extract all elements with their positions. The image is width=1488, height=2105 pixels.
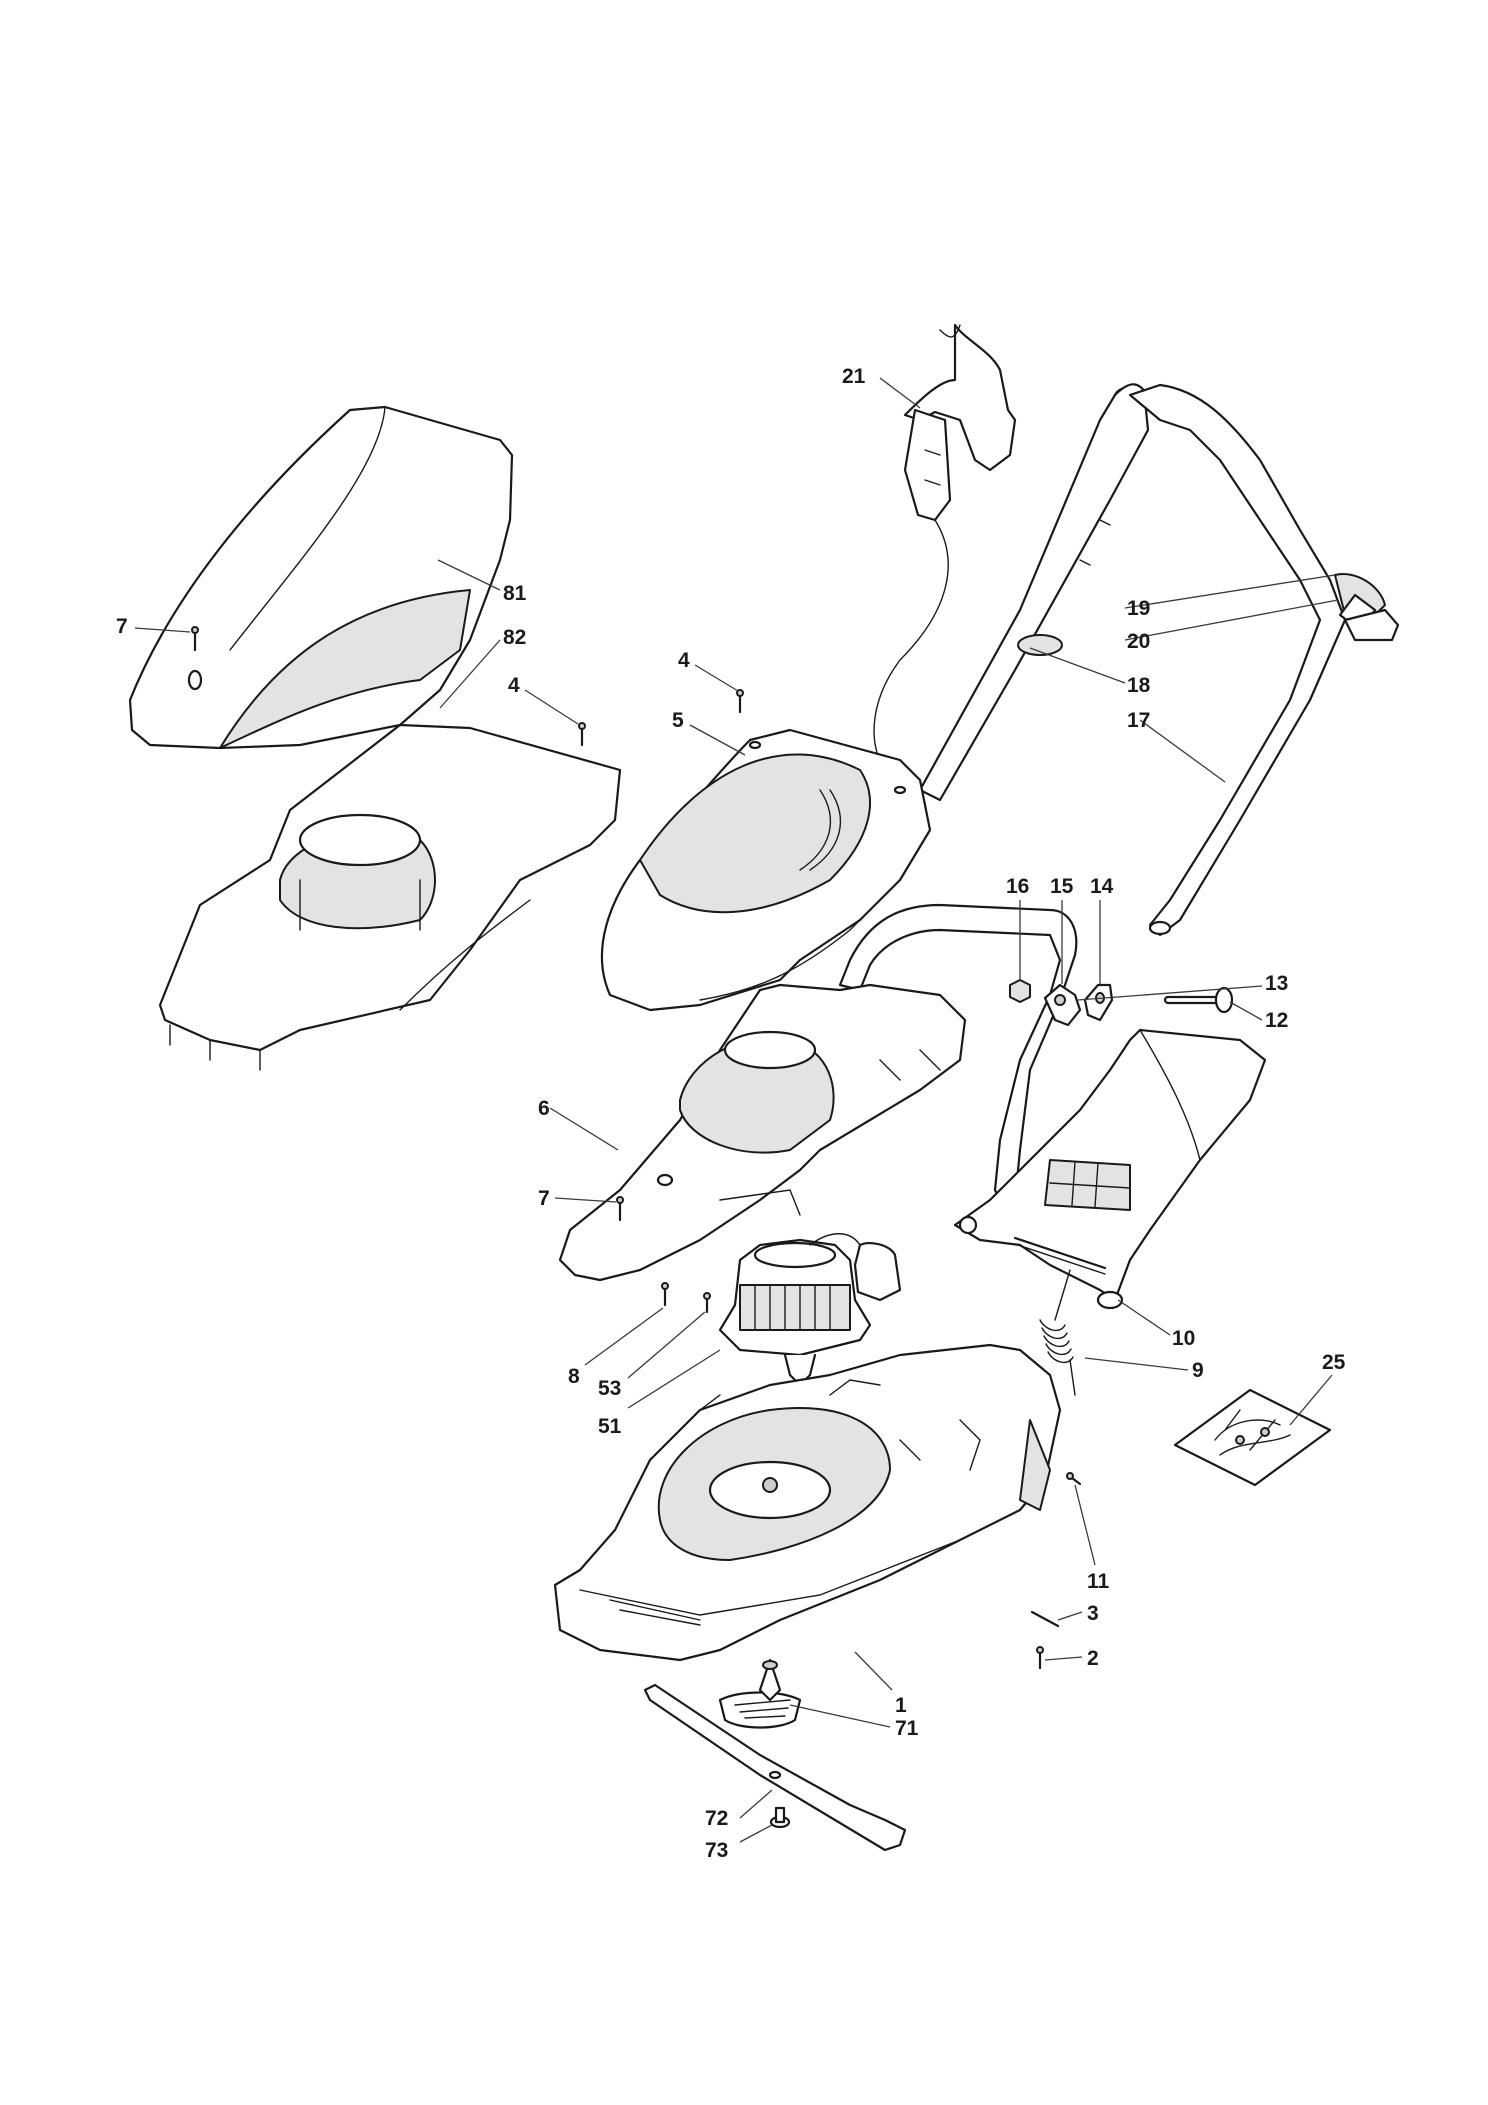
callout-6: 6 [538,1097,550,1120]
callout-7-center: 7 [538,1187,550,1210]
callout-72: 72 [705,1807,728,1830]
callout-7-top: 7 [116,615,128,638]
flap-rod [1013,1236,1107,1275]
callout-16: 16 [1006,875,1029,898]
fixings-bag [1173,1388,1332,1487]
handle-nut [1009,979,1031,1003]
callout-81: 81 [503,582,527,605]
callout-5: 5 [672,709,684,732]
rear-cover [600,728,932,1012]
grass-box-base [158,723,622,1071]
handle-knob-left [1043,983,1082,1027]
callout-12: 12 [1265,1009,1288,1032]
callout-14: 14 [1090,875,1114,898]
impeller-fan [718,1658,802,1729]
callout-10: 10 [1172,1327,1195,1350]
callout-11: 11 [1087,1570,1110,1593]
cutter-blade [643,1683,907,1852]
callout-71: 71 [895,1717,919,1740]
mower-deck [553,1343,1062,1662]
callout-15: 15 [1050,875,1074,898]
callout-51: 51 [598,1415,622,1438]
callout-25: 25 [1322,1351,1346,1374]
callout-21: 21 [842,365,866,388]
callout-73: 73 [705,1839,728,1862]
screw-4-center [736,689,744,714]
cable-clip [1334,573,1400,642]
grass-box-lid [128,405,514,750]
screw-11 [1066,1472,1082,1486]
callout-8: 8 [568,1365,580,1388]
callout-9: 9 [1192,1359,1204,1382]
callout-2: 2 [1087,1647,1099,1670]
cable-and-switch [873,323,1017,761]
callout-4-left: 4 [508,674,520,697]
callout-1: 1 [895,1694,907,1717]
upper-handle [918,383,1347,937]
warning-label [1044,1159,1131,1211]
screw-8 [661,1282,669,1307]
rear-flap [953,1028,1267,1310]
motor [718,1233,902,1387]
callout-82: 82 [503,626,526,649]
callout-13: 13 [1265,972,1288,995]
screw-2 [1036,1646,1044,1670]
callout-19: 19 [1127,597,1150,620]
handle-bolt [1163,986,1234,1014]
callout-18: 18 [1127,674,1151,697]
screw-7-top [191,626,199,652]
leader-lines [134,377,1339,1843]
pin-3 [1030,1610,1060,1628]
handle-knob-right [1083,983,1114,1022]
callout-4-center: 4 [678,649,690,672]
callout-3: 3 [1087,1602,1099,1625]
flap-spring [1039,1269,1076,1396]
screw-7-center [616,1196,624,1222]
lower-handle [838,903,1078,1212]
screw-4-left [578,722,586,747]
callout-20: 20 [1127,630,1150,653]
callout-labels: 21 81 7 82 4 4 5 19 20 18 17 16 15 14 13… [116,365,1346,1862]
motor-cover [558,983,967,1282]
callout-53: 53 [598,1377,621,1400]
screw-53 [703,1292,711,1314]
blade-bolt [769,1806,791,1829]
callout-17: 17 [1127,709,1150,732]
